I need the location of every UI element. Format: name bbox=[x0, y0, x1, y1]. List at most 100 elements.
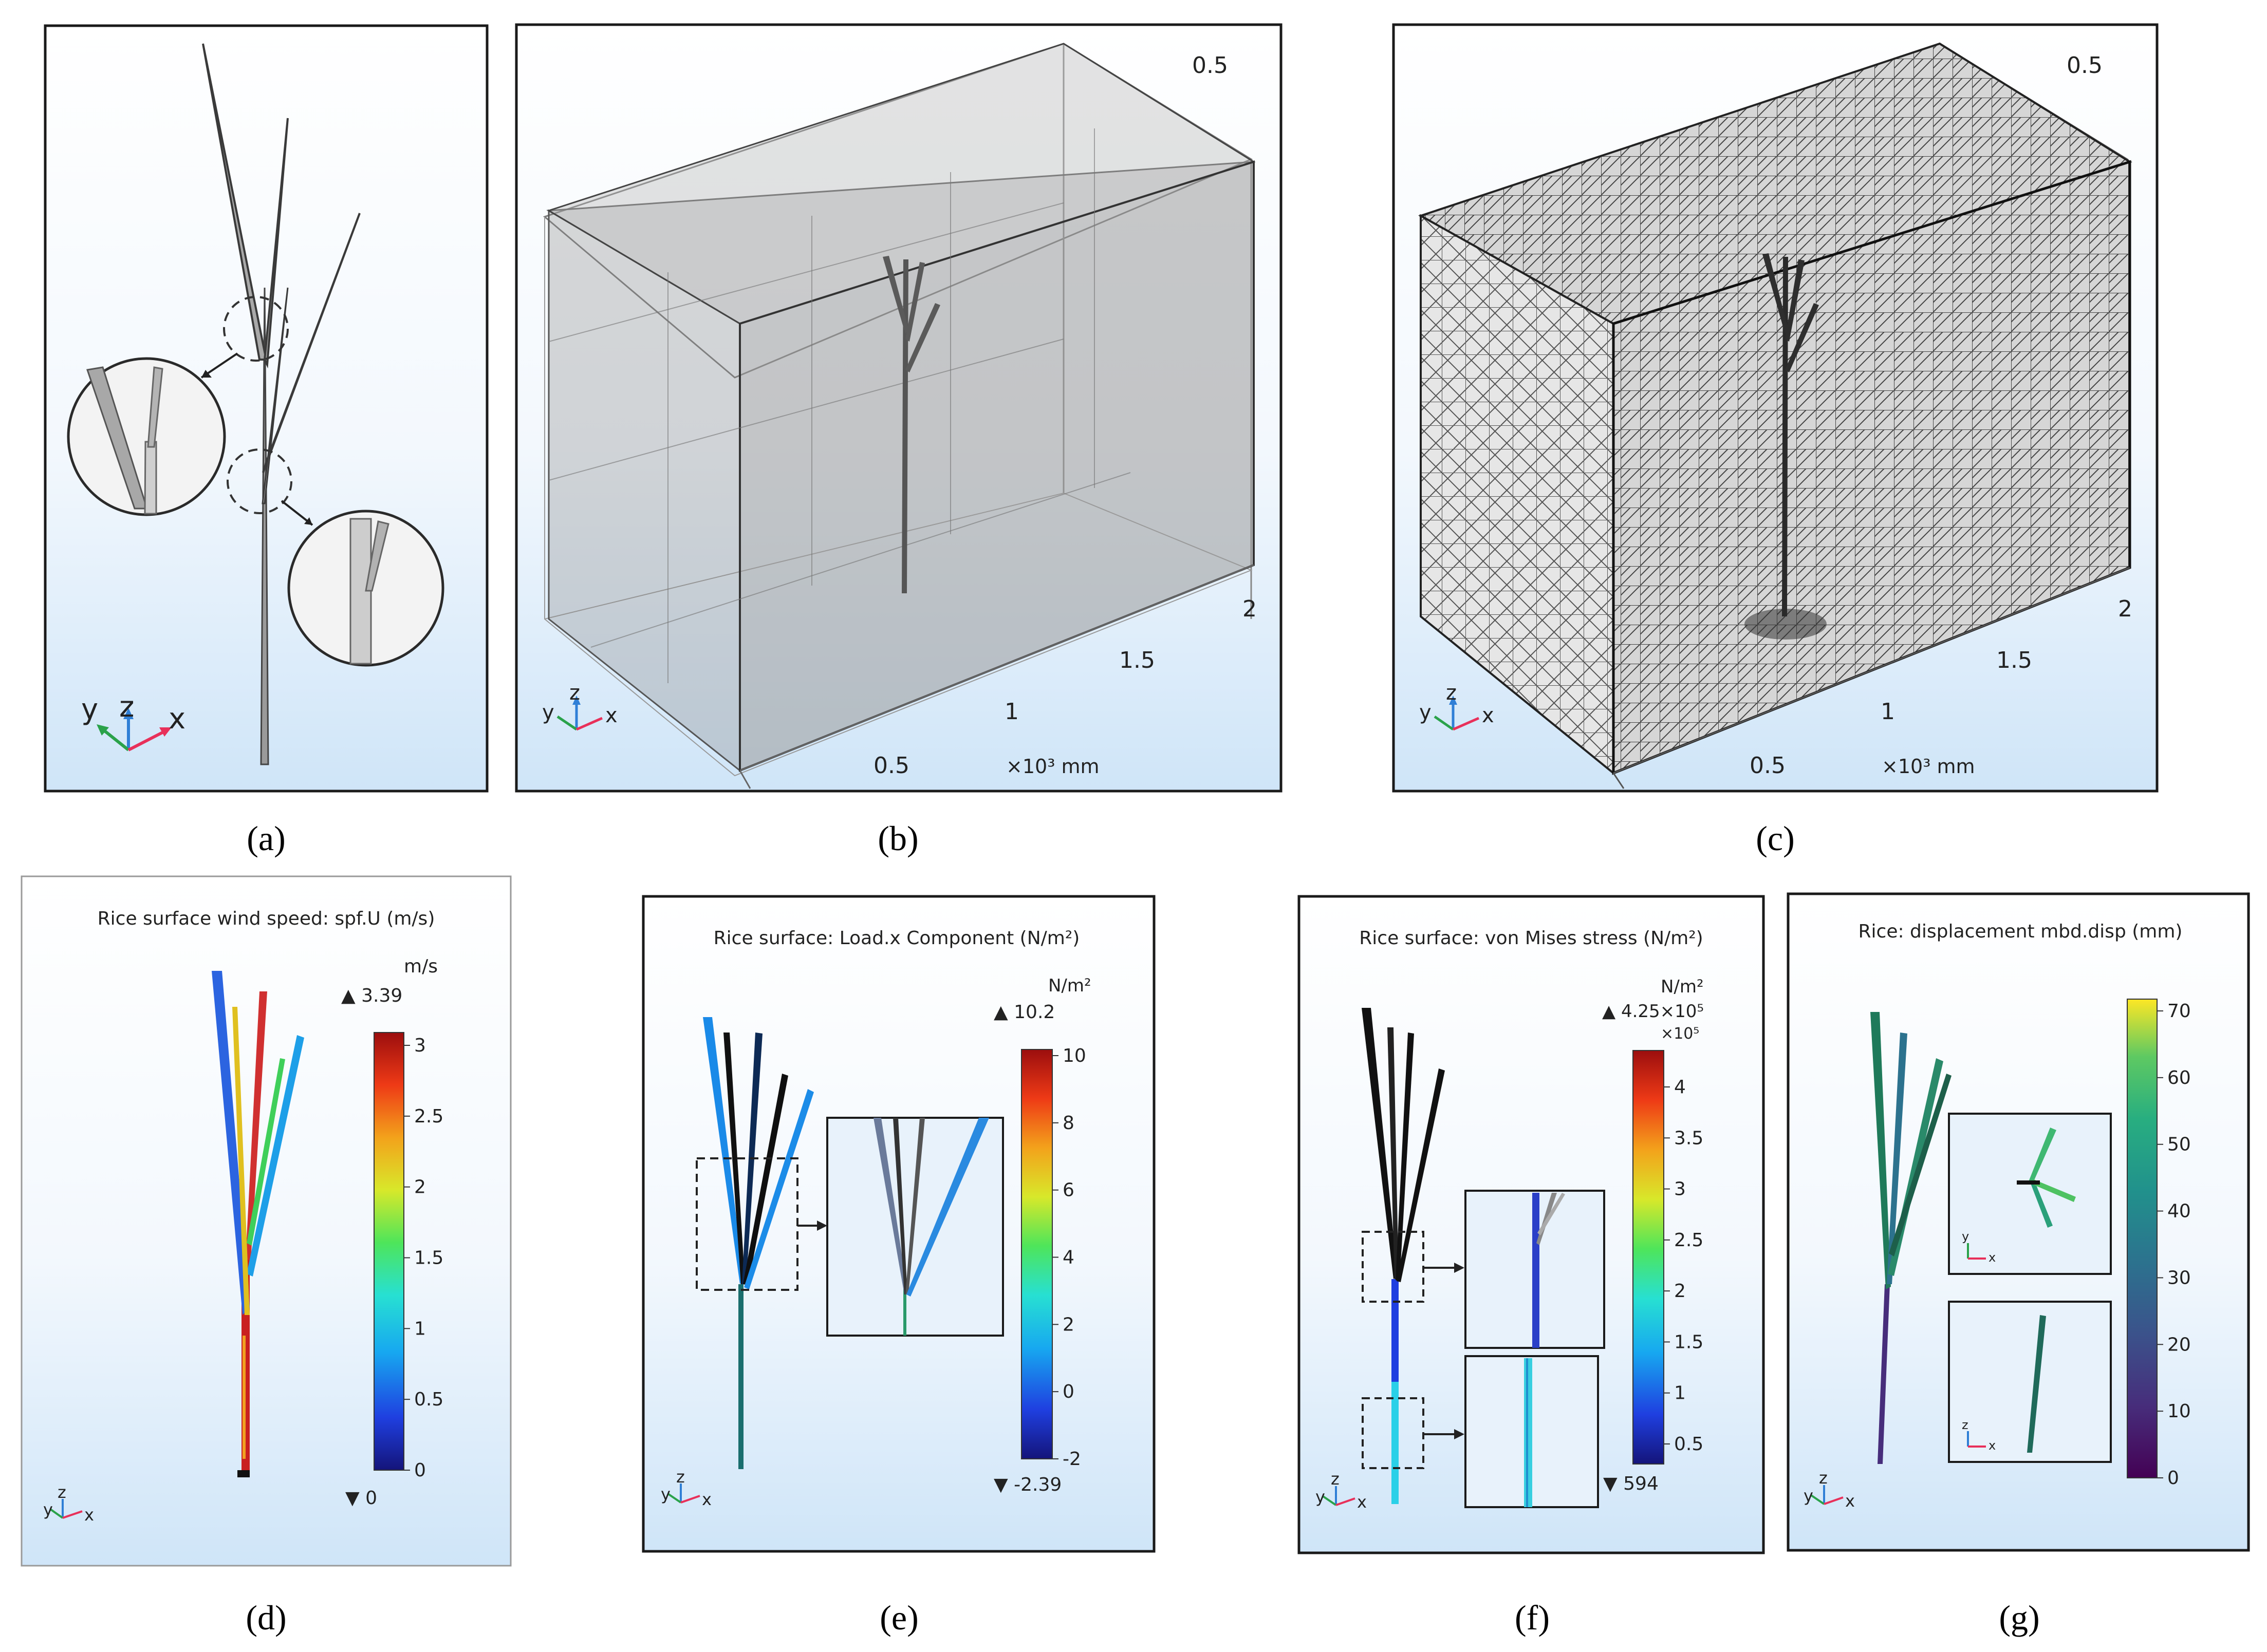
colorbar-tick-label: 4 bbox=[1063, 1247, 1074, 1268]
panel-c: 0.5 2 1.5 1 0.5 ×10³ mm y z x bbox=[1392, 23, 2159, 793]
colorbar-tick-label: 1 bbox=[1674, 1383, 1686, 1404]
colorbar-tick-label: 6 bbox=[1063, 1180, 1074, 1201]
colorbar-min: ▼ -2.39 bbox=[994, 1474, 1062, 1495]
plot-title: Rice surface: Load.x Component (N/m²) bbox=[714, 928, 1080, 949]
axis-triad: y z x bbox=[542, 681, 618, 731]
axis-tick-1: 2 bbox=[1242, 596, 1257, 622]
displacement-plant bbox=[1870, 1012, 1952, 1464]
colorbar-tick-label: 2 bbox=[1674, 1281, 1686, 1302]
colorbar-tick-label: 70 bbox=[2167, 1001, 2191, 1022]
detail-marker bbox=[696, 1157, 798, 1291]
triad-label-z: z bbox=[1331, 1469, 1340, 1489]
axis-tick-0: 0.5 bbox=[1192, 52, 1228, 79]
plot-title: Rice surface: von Mises stress (N/m²) bbox=[1359, 928, 1703, 949]
colorbar bbox=[2127, 999, 2158, 1478]
axis-tick-0: 0.5 bbox=[2067, 52, 2103, 79]
triad-label-y: y bbox=[81, 693, 98, 726]
colorbar-ticks: 43.532.521.510.5 bbox=[1664, 1077, 1703, 1455]
zoom-detail-upper bbox=[67, 357, 226, 516]
wind-speed-plant bbox=[212, 971, 304, 1477]
triad-label-x: x bbox=[84, 1505, 94, 1525]
axis-tick-2: 1.5 bbox=[1996, 647, 2032, 673]
colorbar-tick-label: 10 bbox=[2167, 1401, 2191, 1422]
caption-g: (g) bbox=[1999, 1598, 2039, 1637]
colorbar bbox=[1632, 1050, 1664, 1465]
colorbar-tick-label: 1.5 bbox=[414, 1248, 443, 1269]
axis-triad: y z x bbox=[1419, 681, 1494, 731]
rice-plant-model bbox=[202, 43, 361, 765]
colorbar-tick-label: 0 bbox=[414, 1460, 426, 1481]
triad-label-x: x bbox=[1357, 1492, 1367, 1512]
triad-label-z: z bbox=[676, 1467, 685, 1487]
caption-a: (a) bbox=[247, 819, 285, 858]
colorbar-unit: N/m² bbox=[1048, 975, 1091, 996]
triad-label-y: y bbox=[542, 701, 554, 724]
colorbar-tick-label: 20 bbox=[2167, 1334, 2191, 1355]
zoom-detail-lower bbox=[287, 510, 444, 667]
panel-e: Rice surface: Load.x Component (N/m²) N/… bbox=[642, 895, 1156, 1553]
colorbar-max: ▲ 4.25×10⁵ bbox=[1602, 1001, 1704, 1022]
zoom-inset bbox=[826, 1117, 1004, 1337]
colorbar-scale: ×10⁵ bbox=[1661, 1025, 1699, 1043]
axis-unit: ×10³ mm bbox=[1006, 755, 1100, 778]
colorbar-tick-label: 40 bbox=[2167, 1201, 2191, 1222]
triad-label-z: z bbox=[1962, 1418, 1968, 1432]
colorbar-min: ▼ 0 bbox=[345, 1488, 377, 1509]
plot-title: Rice surface wind speed: spf.U (m/s) bbox=[98, 908, 435, 929]
colorbar-tick-label: 3.5 bbox=[1674, 1128, 1703, 1149]
colorbar-unit: m/s bbox=[404, 956, 438, 977]
colorbar-min: ▼ 594 bbox=[1603, 1473, 1659, 1494]
axis-unit: ×10³ mm bbox=[1882, 755, 1975, 778]
colorbar-tick-label: 1 bbox=[414, 1318, 426, 1339]
colorbar-tick-label: 2.5 bbox=[414, 1106, 443, 1127]
colorbar-tick-label: 10 bbox=[1063, 1045, 1086, 1066]
colorbar-max: ▲ 10.2 bbox=[994, 1002, 1055, 1023]
axis-triad: y z x bbox=[1315, 1469, 1367, 1512]
zoom-inset-bottom: z x bbox=[1948, 1301, 2112, 1463]
colorbar-tick-label: 2 bbox=[414, 1177, 426, 1198]
triad-label-x: x bbox=[1845, 1491, 1855, 1511]
axis-triad: y z x bbox=[81, 690, 185, 752]
colorbar bbox=[374, 1032, 404, 1471]
detail-marker-upper bbox=[223, 296, 289, 362]
colorbar-tick-label: 0 bbox=[2167, 1468, 2179, 1489]
axis-tick-4: 0.5 bbox=[874, 753, 909, 779]
panel-f: Rice surface: von Mises stress (N/m²) N/ bbox=[1297, 895, 1765, 1554]
triad-label-x: x bbox=[702, 1490, 712, 1509]
panel-a: y z x bbox=[44, 24, 489, 793]
detail-marker-lower bbox=[227, 448, 292, 514]
triad-label-y: y bbox=[1315, 1487, 1325, 1507]
caption-f: (f) bbox=[1515, 1598, 1550, 1637]
colorbar-tick-label: 2 bbox=[1063, 1314, 1074, 1335]
triad-label-y: y bbox=[661, 1485, 671, 1504]
colorbar-tick-label: 3 bbox=[1674, 1179, 1686, 1200]
axis-triad: y z x bbox=[43, 1482, 94, 1525]
colorbar-tick-label: 1.5 bbox=[1674, 1331, 1703, 1353]
colorbar-ticks: 32.521.510.50 bbox=[404, 1035, 443, 1481]
colorbar-tick-label: 0 bbox=[1063, 1381, 1074, 1402]
axis-tick-2: 1.5 bbox=[1119, 647, 1155, 673]
domain-box bbox=[543, 43, 1256, 789]
von-mises-plant bbox=[1362, 1008, 1445, 1504]
colorbar-tick-label: 2.5 bbox=[1674, 1230, 1703, 1251]
colorbar-tick-label: 3 bbox=[414, 1035, 426, 1056]
colorbar-max: ▲ 3.39 bbox=[341, 985, 402, 1006]
colorbar-tick-label: 30 bbox=[2167, 1267, 2191, 1288]
panel-g: Rice: displacement mbd.disp (mm) y x z bbox=[1787, 892, 2250, 1552]
colorbar-tick-label: -2 bbox=[1063, 1449, 1081, 1470]
axis-tick-4: 0.5 bbox=[1750, 753, 1786, 779]
triad-label-x: x bbox=[1482, 704, 1494, 727]
triad-label-y: y bbox=[1419, 701, 1432, 724]
triad-label-y: y bbox=[43, 1500, 53, 1519]
plot-title: Rice: displacement mbd.disp (mm) bbox=[1859, 921, 2183, 942]
zoom-inset-top: y x bbox=[1948, 1113, 2112, 1275]
triad-label-x: x bbox=[1989, 1438, 1996, 1453]
triad-label-x: x bbox=[1989, 1250, 1996, 1265]
panel-b: 0.5 2 1.5 1 0.5 ×10³ mm y z x bbox=[515, 23, 1283, 793]
triad-label-z: z bbox=[119, 690, 134, 724]
zoom-inset-lower bbox=[1464, 1355, 1599, 1508]
triad-label-x: x bbox=[169, 702, 185, 736]
